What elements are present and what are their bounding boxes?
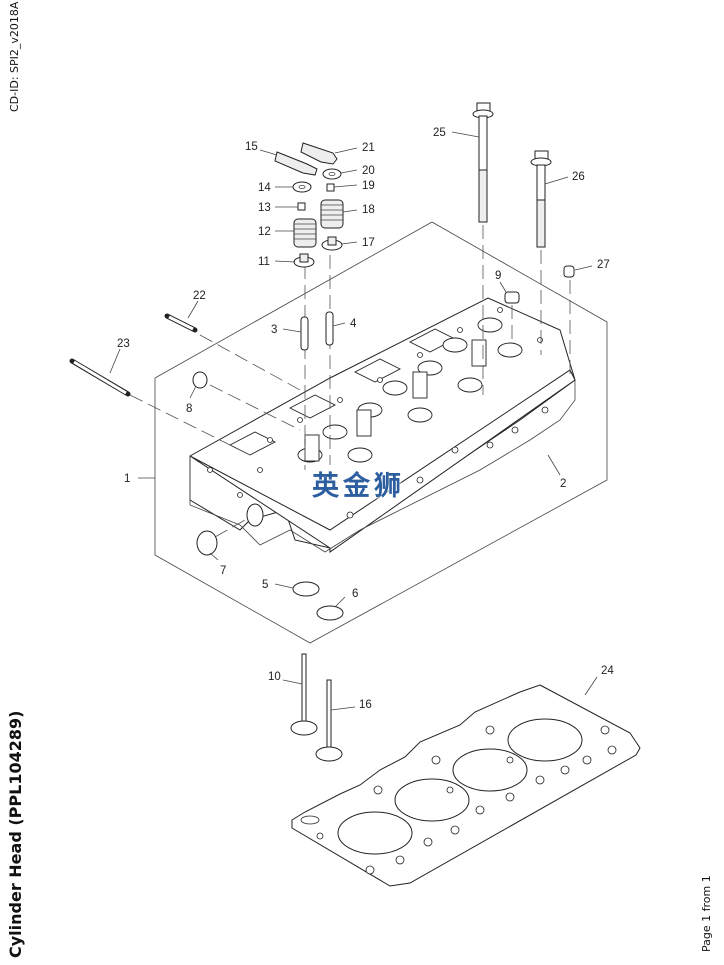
head-bolts bbox=[472, 102, 552, 248]
valves bbox=[290, 653, 343, 762]
callout-21: 21 bbox=[362, 142, 375, 154]
callout-5: 5 bbox=[262, 579, 268, 591]
callout-19: 19 bbox=[362, 180, 375, 192]
callout-23: 23 bbox=[117, 338, 130, 350]
callout-27: 27 bbox=[597, 259, 610, 271]
callout-9: 9 bbox=[495, 270, 501, 282]
callout-8: 8 bbox=[186, 403, 192, 415]
cylinder-head-block bbox=[189, 297, 576, 553]
callout-11: 11 bbox=[258, 256, 270, 268]
callout-10: 10 bbox=[268, 671, 281, 683]
assembly-lines bbox=[129, 225, 571, 538]
callout-2: 2 bbox=[560, 478, 566, 490]
callout-20: 20 bbox=[362, 165, 375, 177]
head-gasket bbox=[291, 684, 641, 887]
callout-12: 12 bbox=[258, 226, 271, 238]
callout-6: 6 bbox=[352, 588, 358, 600]
watermark: 英金狮 bbox=[312, 471, 405, 502]
callout-22: 22 bbox=[193, 290, 206, 302]
valve-train-parts bbox=[69, 142, 575, 621]
callout-7: 7 bbox=[220, 565, 226, 577]
callout-leaders bbox=[109, 131, 598, 711]
callout-4: 4 bbox=[350, 318, 357, 330]
callout-14: 14 bbox=[258, 182, 271, 194]
callout-labels: 1 2 3 4 5 6 7 8 9 10 11 12 13 14 15 16 1… bbox=[117, 127, 614, 711]
callout-16: 16 bbox=[359, 699, 372, 711]
valve-spring-inlet-shape bbox=[293, 218, 317, 248]
assembly-outline-box bbox=[154, 221, 608, 644]
callout-3: 3 bbox=[271, 324, 277, 336]
callout-24: 24 bbox=[601, 665, 614, 677]
callout-17: 17 bbox=[362, 237, 375, 249]
callout-13: 13 bbox=[258, 202, 271, 214]
callout-25: 25 bbox=[433, 127, 446, 139]
callout-1: 1 bbox=[124, 473, 130, 485]
valve-spring-exhaust-shape bbox=[320, 199, 344, 229]
callout-18: 18 bbox=[362, 204, 375, 216]
callout-26: 26 bbox=[572, 171, 585, 183]
callout-15: 15 bbox=[245, 141, 258, 153]
